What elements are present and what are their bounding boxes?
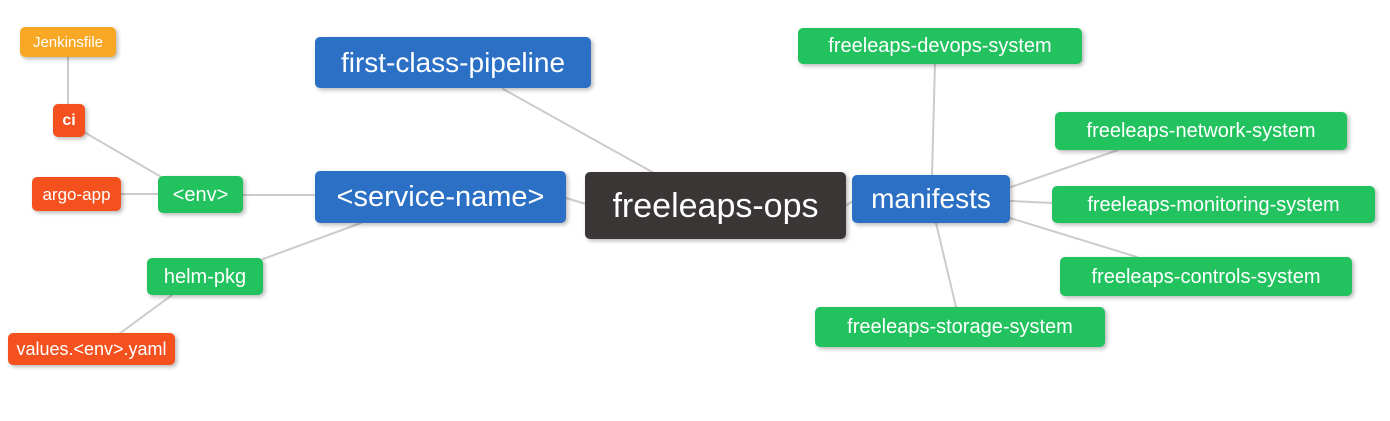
edge-manifests-network [1010, 149, 1119, 188]
node-ci[interactable]: ci [53, 104, 85, 137]
edge-values-helm-pkg [118, 294, 173, 335]
node-env[interactable]: <env> [158, 176, 243, 213]
edge-manifests-storage [935, 222, 957, 308]
edge-ops-manifests [844, 200, 854, 207]
edge-ci-env [83, 131, 164, 179]
node-values-env-yaml[interactable]: values.<env>.yaml [8, 333, 175, 365]
node-freeleaps-storage-system[interactable]: freeleaps-storage-system [815, 307, 1105, 347]
node-service-name[interactable]: <service-name> [315, 171, 566, 223]
node-jenkinsfile[interactable]: Jenkinsfile [20, 27, 116, 57]
edge-manifests-controls [1009, 217, 1138, 258]
edge-helm-pkg-service-name [262, 222, 362, 260]
node-freeleaps-controls-system[interactable]: freeleaps-controls-system [1060, 257, 1352, 296]
edge-pipeline-ops [502, 88, 655, 174]
node-freeleaps-network-system[interactable]: freeleaps-network-system [1055, 112, 1347, 150]
node-freeleaps-devops-system[interactable]: freeleaps-devops-system [798, 28, 1082, 64]
node-helm-pkg[interactable]: helm-pkg [147, 258, 263, 295]
node-first-class-pipeline[interactable]: first-class-pipeline [315, 37, 591, 88]
edge-manifests-monitoring [1010, 200, 1054, 204]
node-manifests[interactable]: manifests [852, 175, 1010, 223]
node-freeleaps-monitoring-system[interactable]: freeleaps-monitoring-system [1052, 186, 1375, 223]
node-freeleaps-ops[interactable]: freeleaps-ops [585, 172, 846, 239]
edge-service-name-ops [565, 197, 587, 205]
node-argo-app[interactable]: argo-app [32, 177, 121, 211]
edge-manifests-devops [931, 62, 936, 176]
